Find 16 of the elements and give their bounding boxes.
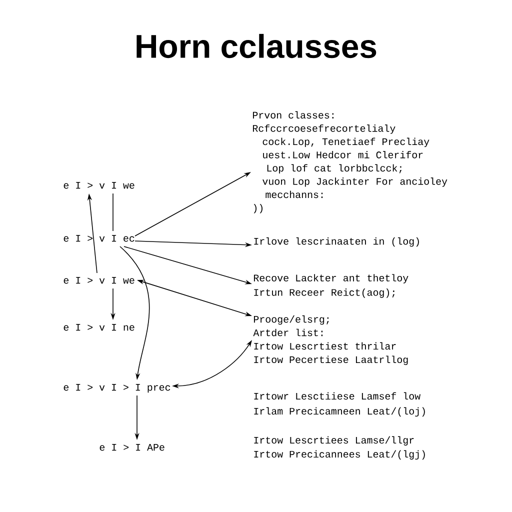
formula-text: e I > v I we bbox=[64, 182, 134, 189]
code-line: Irtow Lescrtiees Lamse/llgr bbox=[254, 436, 414, 446]
code-text: Recove Lackter ant thetloy Irtun Receer Reict(aog); bbox=[254, 274, 408, 298]
formula-text: e I > v I ne bbox=[64, 324, 134, 331]
formula-text: e I > v I ec bbox=[64, 235, 134, 242]
code-text: Prvon classes: Rcfccrcoesefrecortelialy cock.Lop, Tenetiaef Precliay uest.Low Hedcor mi Clerifor Lop lof cat lorbbclcck; vuon Lop Jackinter For ancioley mecchanns: )) bbox=[252, 111, 448, 214]
formula-text: e I > I APe bbox=[100, 444, 164, 451]
code-line: Irtow Precicannees Leat/(lgj) bbox=[254, 450, 425, 460]
code-text: Irlove lescrinaaten in (log) bbox=[254, 237, 419, 247]
formula-text: e I > v I > I prec bbox=[64, 384, 170, 393]
formula-text: e I > v I we bbox=[64, 277, 134, 284]
code-line: Irlam Precicamneen Leat/(loj) bbox=[254, 407, 425, 417]
title: Horn cclausses bbox=[136, 34, 376, 58]
code-text: Prooge/elsrg; Artder list: Irtow Lescrtiest thrilar Irtow Pecertiese Laatrllog bbox=[253, 315, 408, 366]
code-line: Irtowr Lesctiiese Lamsef low bbox=[254, 392, 420, 400]
connector-line bbox=[112, 193, 114, 232]
